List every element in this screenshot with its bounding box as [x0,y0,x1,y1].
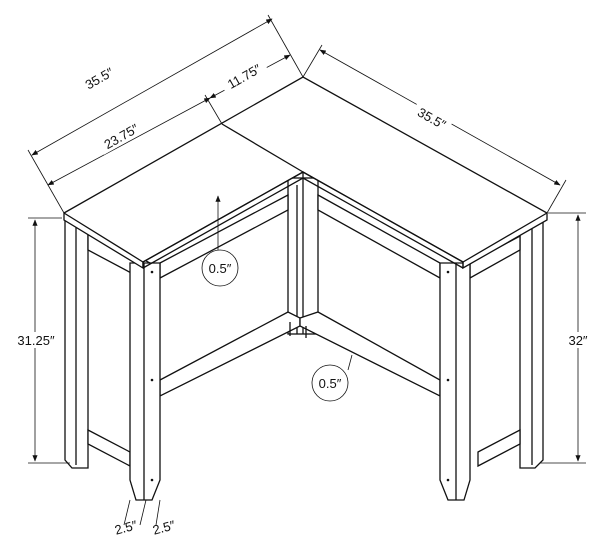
back-right-leg [519,216,544,469]
left-arm-length-label: 23.75″ [101,121,141,153]
shelf-thickness-label: 0.5″ [319,376,342,391]
callout-circle-top [201,249,239,287]
lower-stretchers [87,311,521,468]
back-left-leg [64,216,89,469]
front-left-leg [129,262,161,501]
leg-width-label-a: 2.5″ [113,517,139,537]
right-height-label: 32″ [568,333,587,348]
left-height-label: 31.25″ [17,333,55,348]
corner-offset-label: 11.75″ [225,61,264,92]
top-thickness-label: 0.5″ [209,261,232,276]
callout-circle-shelf [311,364,349,402]
center-leg [287,177,319,335]
front-right-leg [439,262,471,501]
leg-width-label-b: 2.5″ [151,517,177,537]
